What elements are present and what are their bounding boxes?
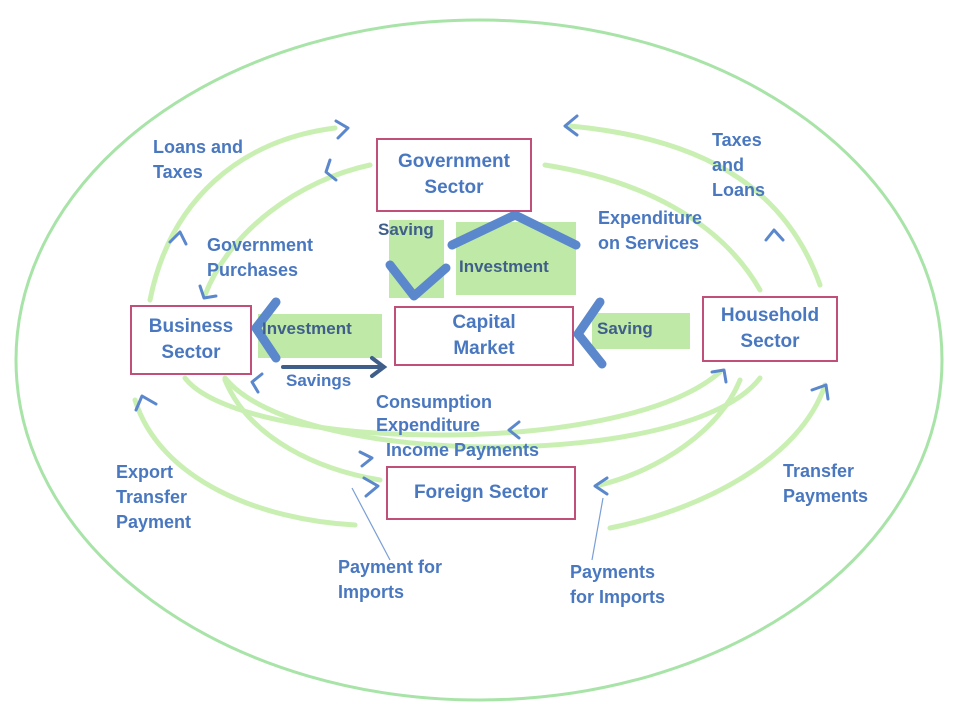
expenditure-on-services-line1: Expenditure bbox=[598, 208, 703, 228]
household-sector-line2: Sector bbox=[740, 331, 800, 352]
arrowhead-gov-left bbox=[324, 158, 338, 182]
foreign-sector-label: Foreign Sector bbox=[413, 482, 549, 503]
foreign-sector-box[interactable]: Foreign Sector bbox=[386, 466, 576, 520]
export-transfer-payment-line3: Payment bbox=[116, 512, 192, 532]
household-sector-line1: Household bbox=[720, 305, 820, 326]
government-sector-box[interactable]: Government Sector bbox=[376, 138, 532, 212]
arrowhead-income-to-foreign bbox=[358, 450, 374, 468]
loans-and-taxes-line2: Taxes bbox=[153, 162, 203, 182]
government-purchases-line1: Government bbox=[207, 235, 314, 255]
arrowhead-export bbox=[134, 394, 158, 412]
pointer-payment-for-imports bbox=[351, 487, 391, 561]
label-investment-business: Investment bbox=[262, 319, 352, 338]
arrowhead-consumption bbox=[507, 420, 521, 440]
label-export-transfer-payment: Export Transfer Payment bbox=[116, 460, 191, 535]
flow-gov-to-household-inner bbox=[542, 162, 763, 293]
business-sector-line2: Sector bbox=[161, 342, 221, 363]
flow-business-to-gov-outer bbox=[147, 125, 338, 303]
export-transfer-payment-line2: Transfer bbox=[116, 487, 188, 507]
payment-for-imports-line1: Payment for bbox=[338, 557, 443, 577]
highlight-investment-business bbox=[258, 314, 382, 358]
consumption-expenditure-line1: Consumption bbox=[376, 392, 492, 412]
arrowhead-right-up bbox=[764, 228, 785, 242]
transfer-payments-line2: Payments bbox=[783, 486, 869, 506]
savings-arrow bbox=[281, 356, 388, 378]
chevron-saving-left bbox=[573, 297, 607, 369]
government-sector-line1: Government bbox=[398, 151, 510, 172]
arrowhead-transfer bbox=[810, 383, 830, 401]
capital-market-line1: Capital bbox=[452, 312, 516, 333]
label-loans-and-taxes: Loans and Taxes bbox=[153, 135, 243, 185]
transfer-payments-line1: Transfer bbox=[783, 461, 855, 481]
highlight-saving-household bbox=[592, 313, 690, 349]
business-sector-box[interactable]: Business Sector bbox=[130, 305, 252, 375]
highlight-saving-gov bbox=[389, 220, 444, 298]
expenditure-on-services-line2: on Services bbox=[598, 233, 700, 253]
capital-market-line2: Market bbox=[453, 338, 515, 359]
flow-household-to-foreign bbox=[597, 377, 743, 488]
arrowhead-household-in bbox=[710, 368, 728, 384]
taxes-and-loans-line2: and bbox=[712, 155, 745, 175]
label-payments-for-imports: Payments for Imports bbox=[570, 560, 665, 610]
arrowhead-foreign-left bbox=[362, 476, 380, 498]
flow-foreign-to-household-transfer bbox=[607, 382, 828, 531]
business-sector-line1: Business bbox=[148, 316, 234, 337]
consumption-expenditure-line2: Expenditure bbox=[376, 415, 481, 435]
label-taxes-and-loans: Taxes and Loans bbox=[712, 128, 765, 203]
arrowhead-top-left bbox=[334, 119, 350, 140]
flow-business-to-foreign bbox=[222, 377, 383, 483]
label-income-payments: Income Payments bbox=[386, 440, 540, 460]
label-expenditure-on-services: Expenditure on Services bbox=[598, 206, 702, 256]
chevron-investment-left bbox=[251, 297, 281, 363]
household-sector-box[interactable]: Household Sector bbox=[702, 296, 838, 362]
arrowhead-top-right bbox=[563, 114, 579, 137]
savings-arrow-head bbox=[370, 356, 388, 378]
pointer-lines bbox=[351, 487, 604, 561]
large-chevrons bbox=[251, 210, 607, 369]
government-sector-line2: Sector bbox=[424, 177, 484, 198]
arrowhead-foreign-right bbox=[593, 476, 609, 496]
outer-oval bbox=[14, 18, 944, 702]
government-purchases-line2: Purchases bbox=[207, 260, 299, 280]
arrowhead-left-up bbox=[168, 230, 188, 246]
capital-market-box[interactable]: Capital Market bbox=[394, 306, 574, 366]
label-transfer-payments: Transfer Payments bbox=[783, 459, 868, 509]
small-arrowheads bbox=[134, 114, 830, 498]
label-payment-for-imports: Payment for Imports bbox=[338, 555, 442, 605]
flow-gov-to-business-inner bbox=[202, 162, 373, 298]
flow-household-to-business-income bbox=[222, 375, 763, 450]
arrowhead-business-bottom bbox=[250, 372, 264, 394]
payments-for-imports-line1: Payments bbox=[570, 562, 656, 582]
loans-and-taxes-line1: Loans and bbox=[153, 137, 244, 157]
label-saving-gov: Saving bbox=[378, 220, 434, 239]
taxes-and-loans-line1: Taxes bbox=[712, 130, 762, 150]
pointer-payments-for-imports bbox=[591, 497, 604, 561]
arrowhead-business-in bbox=[198, 284, 218, 300]
label-savings-business: Savings bbox=[286, 371, 352, 390]
flow-household-to-gov-outer bbox=[567, 123, 823, 288]
chevron-investment-up bbox=[447, 210, 581, 250]
label-saving-household: Saving bbox=[597, 319, 653, 338]
payments-for-imports-line2: for Imports bbox=[570, 587, 666, 607]
flow-curves bbox=[132, 123, 828, 531]
taxes-and-loans-line3: Loans bbox=[712, 180, 766, 200]
chevron-saving-down bbox=[385, 260, 451, 301]
flow-foreign-to-business-export bbox=[132, 397, 358, 528]
payment-for-imports-line2: Imports bbox=[338, 582, 405, 602]
export-transfer-payment-line1: Export bbox=[116, 462, 174, 482]
label-investment-gov: Investment bbox=[459, 257, 549, 276]
flow-business-to-household-consumption bbox=[182, 369, 723, 438]
label-consumption-expenditure: Consumption Expenditure bbox=[376, 391, 492, 437]
label-government-purchases: Government Purchases bbox=[207, 233, 313, 283]
